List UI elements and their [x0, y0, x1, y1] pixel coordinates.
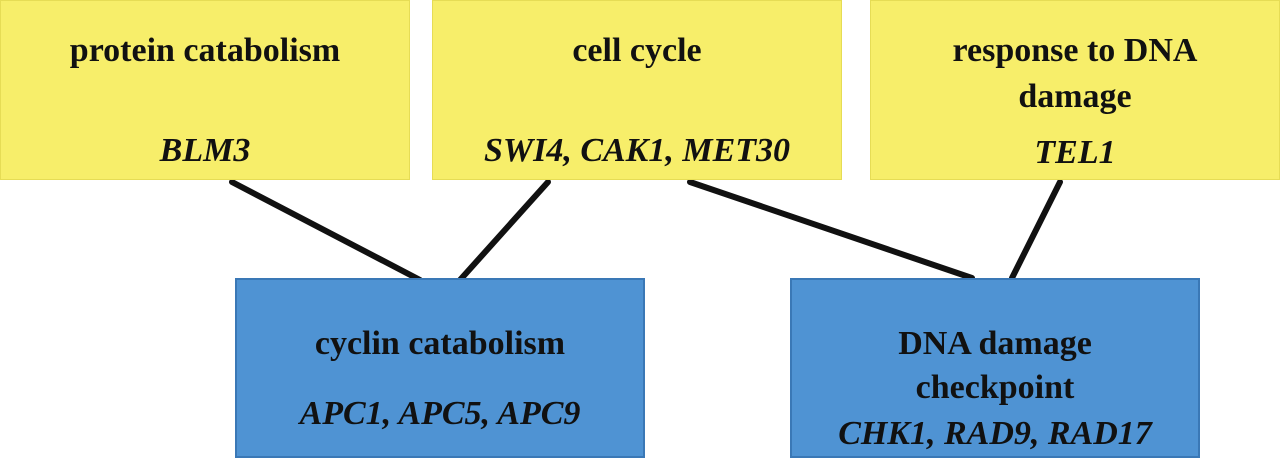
node-dna-damage-checkpoint: DNA damage checkpoint CHK1, RAD9, RAD17 [790, 278, 1200, 458]
edge-cell-cycle-to-dna-damage-checkpoint [687, 179, 975, 281]
node-genes: BLM3 [159, 132, 251, 169]
node-cyclin-catabolism: cyclin catabolism APC1, APC5, APC9 [235, 278, 645, 458]
node-term-line-2: damage [1018, 78, 1132, 115]
node-term-line-1: DNA damage [898, 325, 1092, 362]
edge-protein-catabolism-to-cyclin-catabolism [229, 179, 423, 283]
node-genes: CHK1, RAD9, RAD17 [838, 415, 1152, 452]
node-genes: TEL1 [1034, 134, 1116, 171]
node-term-line-2: checkpoint [915, 369, 1075, 406]
node-protein-catabolism: protein catabolism BLM3 [0, 0, 410, 180]
edge-cell-cycle-to-cyclin-catabolism [457, 179, 551, 283]
edge-response-dna-damage-to-dna-damage-checkpoint [1009, 179, 1063, 281]
node-cell-cycle: cell cycle SWI4, CAK1, MET30 [432, 0, 842, 180]
node-term: cyclin catabolism [314, 325, 566, 362]
node-response-to-dna-damage: response to DNA damage TEL1 [870, 0, 1280, 180]
node-term: protein catabolism [69, 32, 341, 69]
node-term: cell cycle [572, 32, 702, 69]
node-term-line-1: response to DNA [952, 32, 1198, 69]
node-genes: SWI4, CAK1, MET30 [483, 132, 791, 169]
node-genes: APC1, APC5, APC9 [299, 395, 581, 432]
